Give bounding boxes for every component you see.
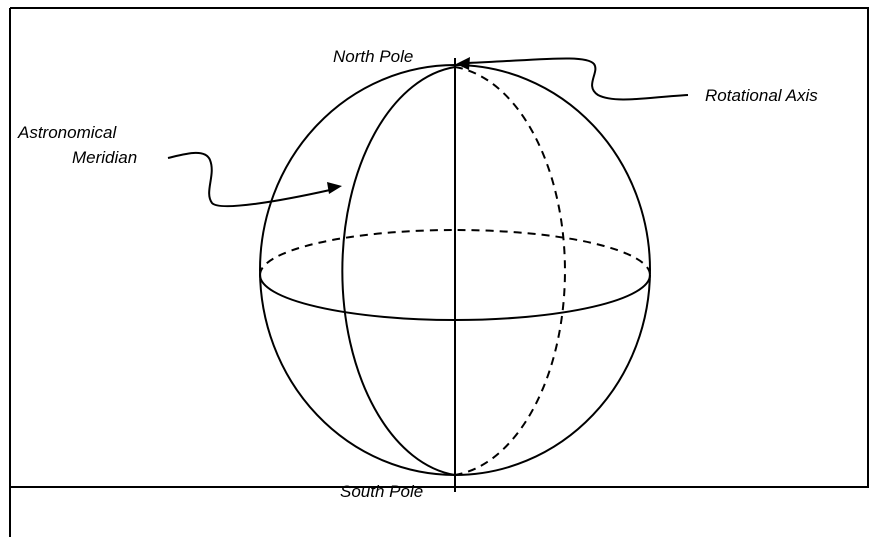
rotational-axis-leader <box>468 58 688 99</box>
rotational-axis-label: Rotational Axis <box>705 86 818 105</box>
south-pole-label: South Pole <box>340 482 423 501</box>
meridian-arrowhead <box>327 182 342 194</box>
north-pole-label: North Pole <box>333 47 413 66</box>
meridian-leader <box>168 153 330 206</box>
astronomical-meridian-label-line2: Meridian <box>72 148 137 167</box>
back-meridian-dashed <box>455 67 565 475</box>
astronomical-meridian <box>342 67 455 475</box>
astronomical-meridian-label-line1: Astronomical <box>17 123 117 142</box>
